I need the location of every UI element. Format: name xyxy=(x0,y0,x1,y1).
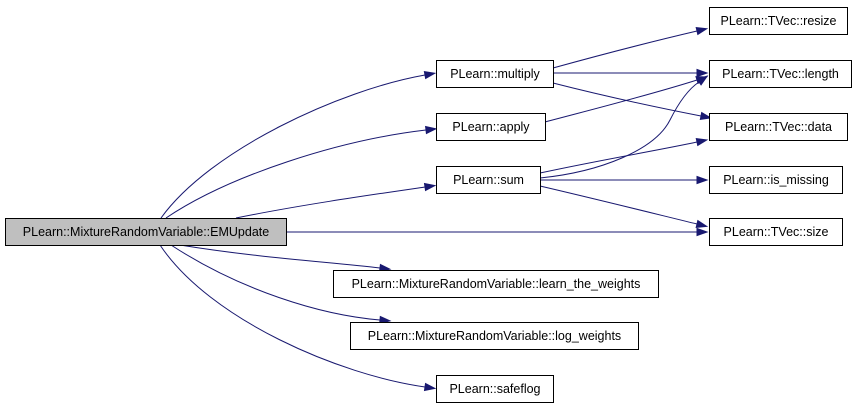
edges-layer xyxy=(159,27,713,392)
node-box[interactable] xyxy=(436,60,554,88)
edge-multiply-to-length xyxy=(553,68,709,78)
edge-multiply-to-resize xyxy=(552,27,709,69)
edge-line xyxy=(235,186,426,219)
edge-line xyxy=(544,79,698,123)
node-box[interactable] xyxy=(709,113,848,141)
node-sum[interactable]: PLearn::sum xyxy=(436,166,541,194)
edge-line xyxy=(539,141,698,174)
edge-root-to-safeflog xyxy=(159,244,437,392)
edge-root-to-sum xyxy=(235,182,437,219)
node-box[interactable] xyxy=(436,166,541,194)
node-safeflog[interactable]: PLearn::safeflog xyxy=(436,375,554,403)
edge-line xyxy=(179,244,381,269)
node-label: PLearn::TVec::size xyxy=(724,225,829,239)
node-box[interactable] xyxy=(709,166,843,194)
node-is-missing[interactable]: PLearn::is_missing xyxy=(709,166,843,194)
node-box[interactable] xyxy=(5,218,287,246)
edge-root-to-learn xyxy=(179,244,392,273)
node-box[interactable] xyxy=(350,322,639,350)
edge-arrowhead xyxy=(696,68,709,78)
edge-arrowhead xyxy=(695,219,709,228)
node-label: PLearn::TVec::resize xyxy=(720,14,836,28)
node-label: PLearn::MixtureRandomVariable::log_weigh… xyxy=(368,329,621,343)
node-label: PLearn::TVec::data xyxy=(725,120,832,134)
node-data[interactable]: PLearn::TVec::data xyxy=(709,113,848,141)
edge-line xyxy=(170,244,381,321)
edge-root-to-apply xyxy=(165,125,438,219)
node-label: PLearn::TVec::length xyxy=(722,67,839,81)
edge-line xyxy=(539,185,698,225)
node-apply[interactable]: PLearn::apply xyxy=(436,113,546,141)
node-box[interactable] xyxy=(436,113,546,141)
edge-root-to-multiply xyxy=(160,70,437,219)
node-multiply[interactable]: PLearn::multiply xyxy=(436,60,554,88)
node-resize[interactable]: PLearn::TVec::resize xyxy=(709,7,848,35)
edge-arrowhead xyxy=(425,125,438,135)
edge-arrowhead xyxy=(423,382,437,392)
edge-arrowhead xyxy=(696,75,709,86)
edge-multiply-to-data xyxy=(552,82,713,121)
edge-sum-to-length xyxy=(539,75,709,179)
edge-arrowhead xyxy=(695,137,709,147)
node-label: PLearn::apply xyxy=(452,120,530,134)
edge-sum-to-is_missing xyxy=(540,175,709,185)
edge-arrowhead xyxy=(696,175,709,185)
edge-arrowhead xyxy=(423,182,437,192)
nodes-layer: PLearn::MixtureRandomVariable::EMUpdateP… xyxy=(5,7,852,403)
node-length[interactable]: PLearn::TVec::length xyxy=(709,60,852,88)
node-label: PLearn::sum xyxy=(453,173,524,187)
edge-root-to-size xyxy=(286,227,709,237)
node-label: PLearn::safeflog xyxy=(449,382,540,396)
node-box[interactable] xyxy=(709,60,852,88)
edge-sum-to-data xyxy=(539,137,709,174)
edge-line xyxy=(160,74,426,219)
node-box[interactable] xyxy=(709,7,848,35)
node-label: PLearn::is_missing xyxy=(723,173,829,187)
node-root[interactable]: PLearn::MixtureRandomVariable::EMUpdate xyxy=(5,218,287,246)
node-logw[interactable]: PLearn::MixtureRandomVariable::log_weigh… xyxy=(350,322,639,350)
node-label: PLearn::MixtureRandomVariable::EMUpdate xyxy=(23,225,269,239)
edge-arrowhead xyxy=(696,227,709,237)
node-label: PLearn::MixtureRandomVariable::learn_the… xyxy=(352,277,641,291)
node-label: PLearn::multiply xyxy=(450,67,540,81)
node-box[interactable] xyxy=(436,375,554,403)
edge-line xyxy=(159,244,426,388)
edge-line xyxy=(552,82,702,117)
edge-line xyxy=(165,129,427,219)
edge-sum-to-size xyxy=(539,185,709,228)
node-learn[interactable]: PLearn::MixtureRandomVariable::learn_the… xyxy=(333,270,659,298)
edge-line xyxy=(552,30,698,69)
node-box[interactable] xyxy=(709,218,843,246)
edge-line xyxy=(539,81,700,179)
edge-arrowhead xyxy=(695,27,709,36)
edge-arrowhead xyxy=(699,111,713,121)
node-size[interactable]: PLearn::TVec::size xyxy=(709,218,843,246)
node-box[interactable] xyxy=(333,270,659,298)
edge-arrowhead xyxy=(423,70,437,80)
